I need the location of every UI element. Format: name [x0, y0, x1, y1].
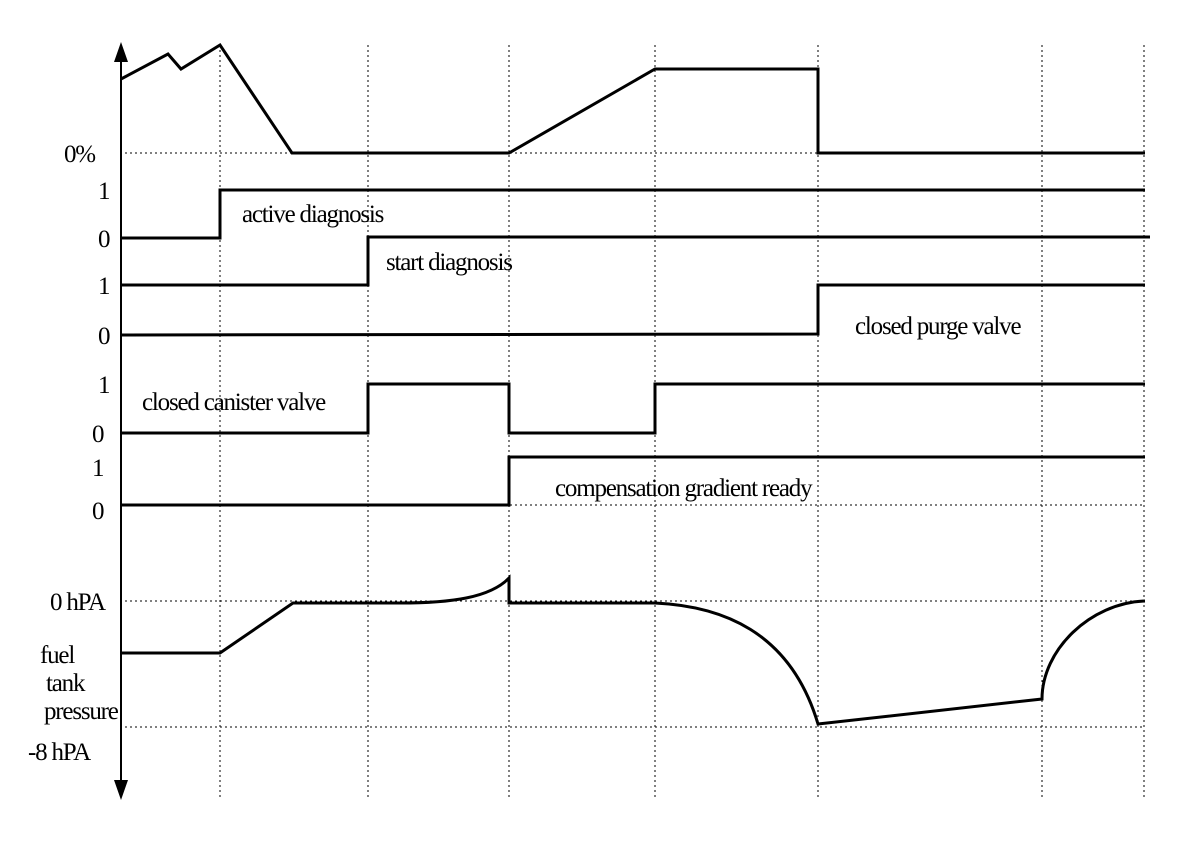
fuel-tank-pressure-label-line1: fuel — [40, 642, 75, 669]
fuel-tank-pressure-label-line2: tank — [46, 670, 86, 697]
closed-purge-valve-signal — [120, 283, 1145, 337]
canister-zero-label: 0 — [92, 421, 104, 448]
purge-zero-label: 0% — [64, 141, 95, 168]
active-diagnosis-signal — [121, 188, 1145, 240]
purge-rate-signal — [120, 42, 1145, 155]
start-one-label: 1 — [98, 273, 109, 300]
level-labels: 0% 1 0 1 0 1 0 1 0 0 hPA -8 hPA — [28, 141, 111, 766]
signal-labels: active diagnosis start diagnosis closed … — [40, 201, 1023, 725]
active-diagnosis-label: active diagnosis — [242, 201, 384, 228]
pressure-neg8-label: -8 hPA — [28, 739, 91, 766]
axis-arrow-down-icon — [114, 780, 128, 800]
time-guides — [219, 45, 1145, 800]
pressure-zero-label: 0 hPA — [50, 589, 106, 616]
closed-purge-valve-label: closed purge valve — [855, 313, 1021, 340]
closed-canister-valve-label: closed canister valve — [142, 389, 326, 416]
active-one-label: 1 — [98, 178, 109, 205]
start-zero-label: 0 — [98, 323, 110, 350]
start-diagnosis-signal — [121, 235, 1150, 287]
closed-canister-valve-signal — [121, 382, 1145, 435]
vertical-axis — [114, 42, 128, 800]
compensation-gradient-ready-signal — [121, 455, 1145, 507]
start-diagnosis-label: start diagnosis — [386, 249, 512, 276]
reference-lines — [120, 152, 1145, 728]
gradient-zero-label: 0 — [92, 498, 104, 525]
active-zero-label: 0 — [98, 226, 110, 253]
fuel-tank-pressure-signal — [121, 574, 1146, 726]
compensation-gradient-ready-label: compensation gradient ready — [555, 475, 813, 502]
fuel-tank-pressure-label-line3: pressure — [44, 698, 119, 725]
axis-arrow-up-icon — [114, 42, 128, 62]
gradient-one-label: 1 — [92, 455, 103, 482]
canister-one-label: 1 — [98, 372, 109, 399]
